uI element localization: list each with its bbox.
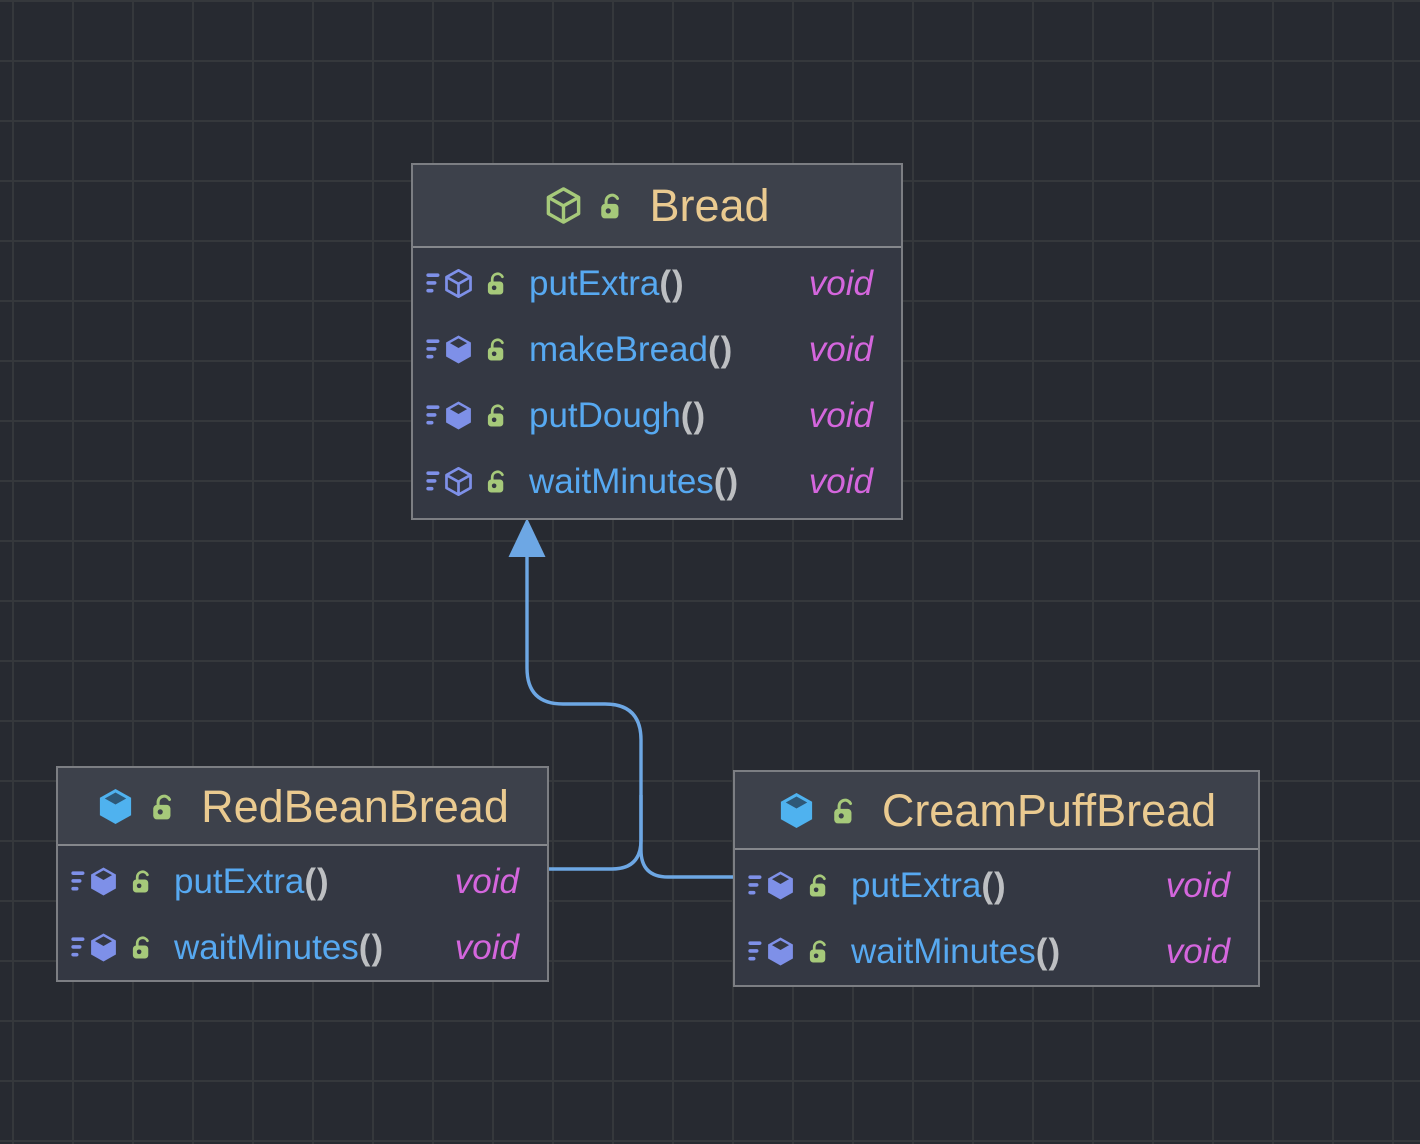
public-lock-icon xyxy=(130,867,155,895)
edge-creampuffbread-to-bread[interactable] xyxy=(639,795,734,879)
method-row[interactable]: putExtra () void xyxy=(735,852,1258,918)
method-parens: () xyxy=(680,395,707,435)
abstract-class-icon xyxy=(544,186,583,225)
method-return-type: void xyxy=(1165,865,1230,905)
abstract-method-icon xyxy=(443,466,474,497)
method-dashes-icon xyxy=(426,268,441,299)
class-name: CreamPuffBread xyxy=(881,784,1217,836)
method-row[interactable]: waitMinutes () void xyxy=(735,918,1258,984)
method-parens: () xyxy=(707,329,734,369)
method-name: putDough xyxy=(529,395,681,435)
class-header[interactable]: CreamPuffBread xyxy=(735,772,1258,850)
method-icon xyxy=(443,400,474,431)
class-header[interactable]: Bread xyxy=(413,165,901,248)
public-lock-icon xyxy=(150,791,178,822)
method-icon xyxy=(765,870,796,901)
method-name: putExtra xyxy=(174,861,305,901)
class-node-redbeanbread[interactable]: RedBeanBread putExtra () void waitMinute… xyxy=(56,766,549,982)
method-parens: () xyxy=(713,461,740,501)
method-dashes-icon xyxy=(748,936,763,967)
method-return-type: void xyxy=(808,329,873,369)
method-icon xyxy=(88,932,119,963)
method-return-type: void xyxy=(808,395,873,435)
public-lock-icon xyxy=(485,269,510,297)
method-dashes-icon xyxy=(748,870,763,901)
public-lock-icon xyxy=(807,871,832,899)
method-parens: () xyxy=(659,263,685,303)
method-dashes-icon xyxy=(71,932,86,963)
method-parens: () xyxy=(304,861,330,901)
method-list: putExtra () void waitMinutes () void xyxy=(58,846,547,980)
method-name: waitMinutes xyxy=(174,927,359,967)
inheritance-arrowhead-icon xyxy=(508,518,546,557)
class-name: Bread xyxy=(649,180,770,231)
public-lock-icon xyxy=(485,335,510,363)
method-parens: () xyxy=(358,927,385,967)
class-icon xyxy=(96,787,135,826)
method-dashes-icon xyxy=(426,400,441,431)
method-icon xyxy=(88,866,119,897)
method-icon xyxy=(765,936,796,967)
method-parens: () xyxy=(1035,931,1062,971)
method-return-type: void xyxy=(808,263,873,303)
method-list: putExtra () void waitMinutes () void xyxy=(735,850,1258,985)
class-name: RedBeanBread xyxy=(201,780,509,832)
method-return-type: void xyxy=(454,927,519,967)
edge-redbeanbread-to-bread[interactable] xyxy=(525,557,643,871)
method-return-type: void xyxy=(1165,931,1230,971)
method-row[interactable]: waitMinutes () void xyxy=(413,448,901,514)
class-node-creampuffbread[interactable]: CreamPuffBread putExtra () void waitMinu… xyxy=(733,770,1260,987)
method-row[interactable]: putDough () void xyxy=(413,382,901,448)
class-header[interactable]: RedBeanBread xyxy=(58,768,547,846)
method-icon xyxy=(443,334,474,365)
method-row[interactable]: putExtra () void xyxy=(413,250,901,316)
method-name: makeBread xyxy=(529,329,708,369)
method-row[interactable]: putExtra () void xyxy=(58,848,547,914)
method-name: putExtra xyxy=(851,865,982,905)
method-return-type: void xyxy=(454,861,519,901)
public-lock-icon xyxy=(598,190,626,221)
public-lock-icon xyxy=(485,401,510,429)
method-dashes-icon xyxy=(71,866,86,897)
method-dashes-icon xyxy=(426,466,441,497)
public-lock-icon xyxy=(130,933,155,961)
public-lock-icon xyxy=(485,467,510,495)
class-node-bread[interactable]: Bread putExtra () void makeBread () void xyxy=(411,163,903,520)
public-lock-icon xyxy=(807,937,832,965)
method-name: putExtra xyxy=(529,263,660,303)
method-return-type: void xyxy=(808,461,873,501)
method-row[interactable]: makeBread () void xyxy=(413,316,901,382)
class-icon xyxy=(777,791,816,830)
public-lock-icon xyxy=(831,795,859,826)
method-dashes-icon xyxy=(426,334,441,365)
abstract-method-icon xyxy=(443,268,474,299)
method-row[interactable]: waitMinutes () void xyxy=(58,914,547,980)
method-parens: () xyxy=(981,865,1007,905)
method-name: waitMinutes xyxy=(851,931,1036,971)
method-name: waitMinutes xyxy=(529,461,714,501)
method-list: putExtra () void makeBread () void putDo… xyxy=(413,248,901,518)
